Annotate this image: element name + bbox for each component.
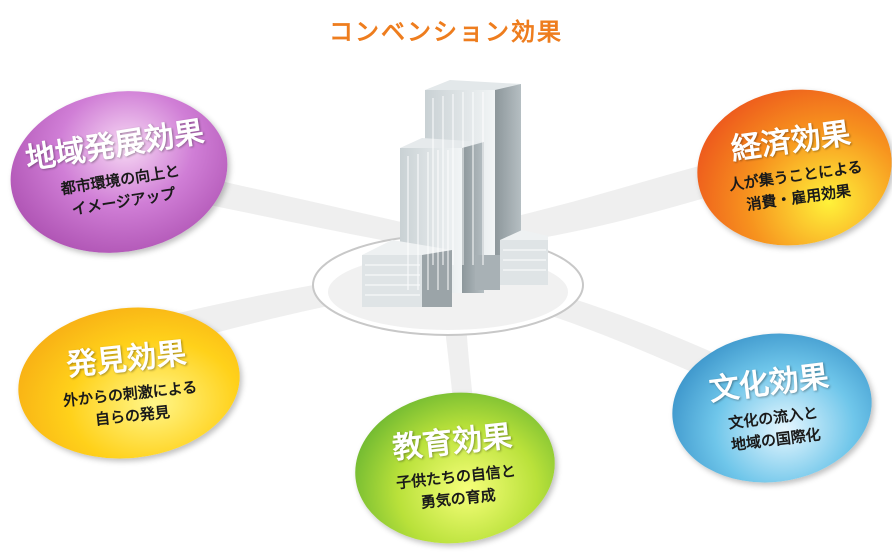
building-illustration [312, 80, 584, 336]
ray-to-economic [450, 150, 765, 250]
diagram-title: コンベンション効果 [329, 18, 563, 46]
